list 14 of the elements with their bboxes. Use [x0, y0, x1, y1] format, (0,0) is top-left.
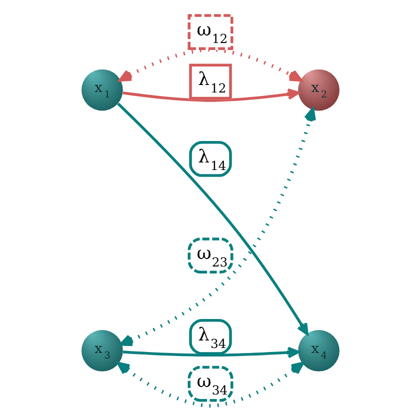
arrow	[118, 48, 302, 82]
arrow	[122, 346, 299, 358]
arrow	[122, 88, 299, 102]
node-circle: x$_{1}$	[81, 69, 122, 111]
edge-label: ω$_{12}$	[196, 19, 228, 46]
edge-label: λ$_{12}$	[198, 69, 226, 96]
arrow	[116, 362, 304, 408]
edge-label: λ$_{14}$	[198, 146, 226, 173]
edge-label: λ$_{34}$	[198, 324, 226, 351]
edge-label: ω$_{23}$	[196, 242, 228, 270]
edge-label: ω$_{34}$	[196, 371, 228, 398]
node-circle: x$_{4}$	[298, 330, 339, 372]
node-circle: x$_{3}$	[81, 330, 122, 372]
node-circle: x$_{2}$	[298, 69, 339, 111]
